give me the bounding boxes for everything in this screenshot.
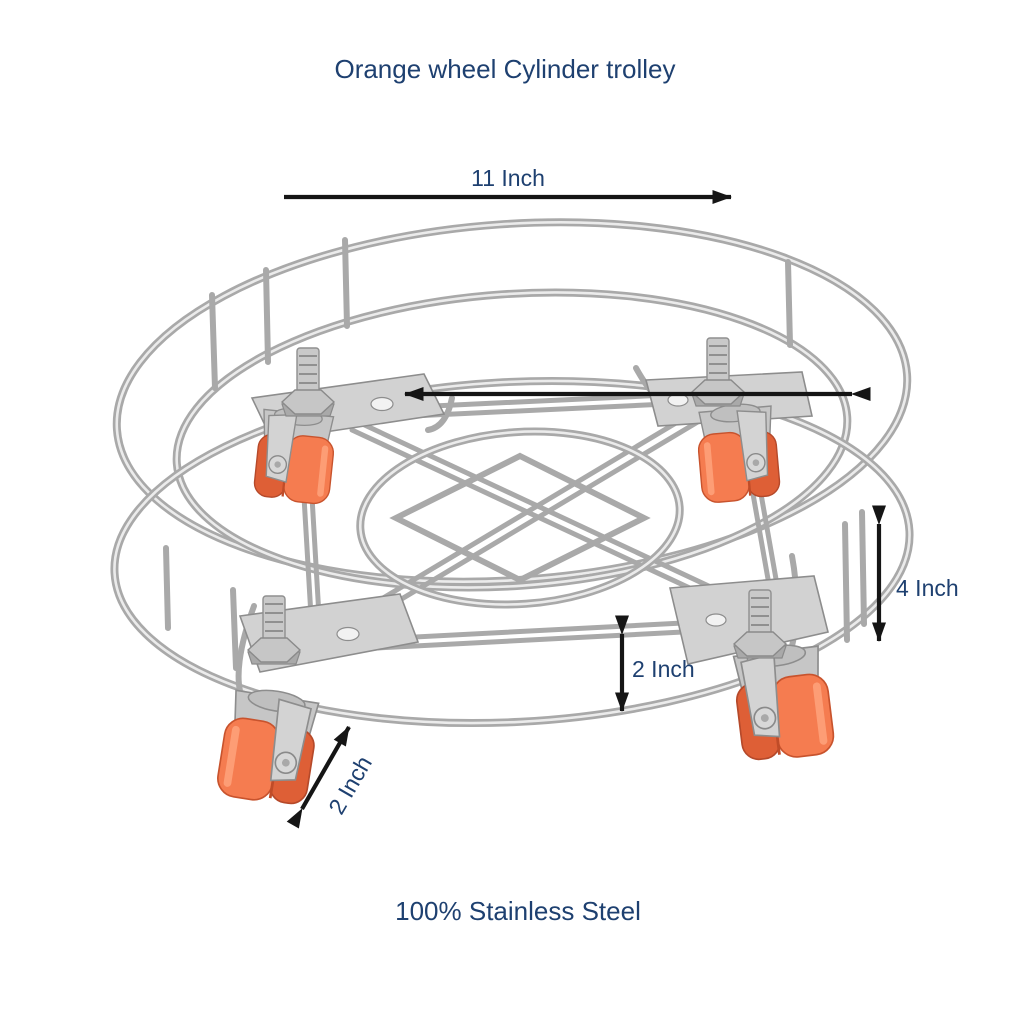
base-clearance-label: 2 Inch bbox=[632, 656, 695, 682]
caster-wheel-front-left bbox=[213, 682, 324, 810]
caster-wheel-rear-right bbox=[693, 399, 783, 505]
center-ring bbox=[356, 427, 684, 609]
caster-wheel-rear-left bbox=[251, 403, 339, 507]
page-title: Orange wheel Cylinder trolley bbox=[334, 54, 675, 84]
frame-height-dimension: 4 Inch bbox=[872, 505, 959, 642]
bolt-rear-left bbox=[281, 347, 335, 417]
diameter-label: 11 Inch bbox=[471, 165, 545, 191]
rim-rungs bbox=[163, 237, 867, 671]
base-clearance-dimension: 2 Inch bbox=[615, 615, 695, 712]
bottom-rim bbox=[110, 376, 914, 728]
wheel-size-arrow bbox=[286, 725, 351, 829]
base-frame bbox=[235, 365, 800, 716]
diameter-dimension: 11 Inch bbox=[284, 165, 871, 401]
frame-height-label: 4 Inch bbox=[896, 575, 959, 601]
center-cross-bends bbox=[389, 452, 651, 584]
upper-inner-rim bbox=[172, 288, 852, 592]
material-caption: 100% Stainless Steel bbox=[395, 896, 641, 926]
